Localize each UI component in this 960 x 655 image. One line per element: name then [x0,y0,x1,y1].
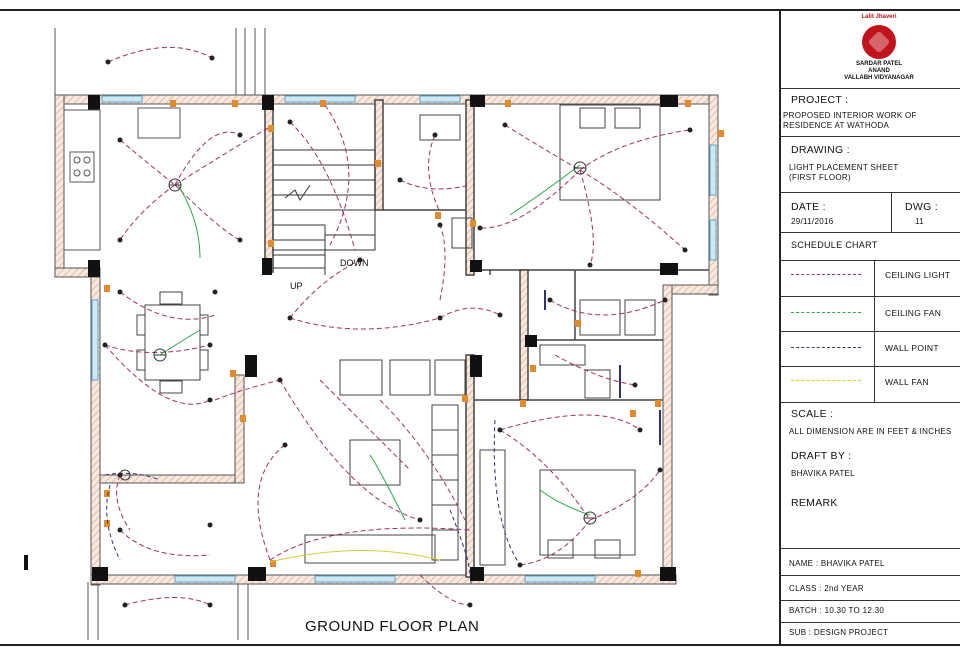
legend-wall-point: WALL POINT [885,343,939,353]
floor-plan-drawing [24,28,724,640]
dwg-value: 11 [915,217,924,226]
plan-title: GROUND FLOOR PLAN [305,618,480,635]
frame-top [0,9,960,11]
title-block: PROJECT : PROPOSED INTERIOR WORK OF RESI… [779,10,960,645]
stair-down-label: DOWN [340,258,369,268]
batch-value: BATCH : 10.30 TO 12.30 [789,606,885,615]
dwg-label: DWG : [905,201,938,213]
wall-point-wiring [104,419,521,576]
drawing-label: DRAWING : [791,144,850,156]
ceiling-light-swatch [791,274,861,275]
project-value: PROPOSED INTERIOR WORK OF RESIDENCE AT W… [783,111,917,130]
ceiling-light-wiring [104,46,691,606]
wall-point-swatch [791,347,861,348]
date-label: DATE : [791,201,826,213]
date-value: 29/11/2016 [791,217,834,226]
frame-bottom [0,644,960,646]
name-value: NAME : BHAVIKA PATEL [789,559,885,568]
remark-label: REMARK [791,497,838,509]
stair-up-label: UP [290,281,303,291]
class-value: CLASS : 2nd YEAR [789,584,864,593]
fixture-points [102,55,693,608]
drawing-value: LIGHT PLACEMENT SHEET (FIRST FLOOR) [789,163,899,182]
ceiling-fan-swatch [791,312,861,313]
project-label: PROJECT : [791,94,849,106]
schedule-label: SCHEDULE CHART [791,240,878,250]
legend-ceiling-light: CEILING LIGHT [885,270,951,280]
logo-emblem-icon [862,25,896,59]
staircase [272,149,376,275]
scale-label: SCALE : [791,408,834,420]
columns [88,95,678,581]
legend-wall-fan: WALL FAN [885,377,929,387]
wall-fan-swatch [791,380,861,381]
college-logo: Lalit Jhaveri SARDAR PATEL ANAND VALLABH… [844,14,914,81]
ceiling-fan-wiring [159,164,591,521]
draft-label: DRAFT BY : [791,450,852,462]
draft-value: BHAVIKA PATEL [791,469,855,478]
scale-value: ALL DIMENSION ARE IN FEET & INCHES [789,427,952,436]
wall-fan-wiring [269,550,441,563]
legend-ceiling-fan: CEILING FAN [885,308,942,318]
sub-value: SUB : DESIGN PROJECT [789,628,889,637]
